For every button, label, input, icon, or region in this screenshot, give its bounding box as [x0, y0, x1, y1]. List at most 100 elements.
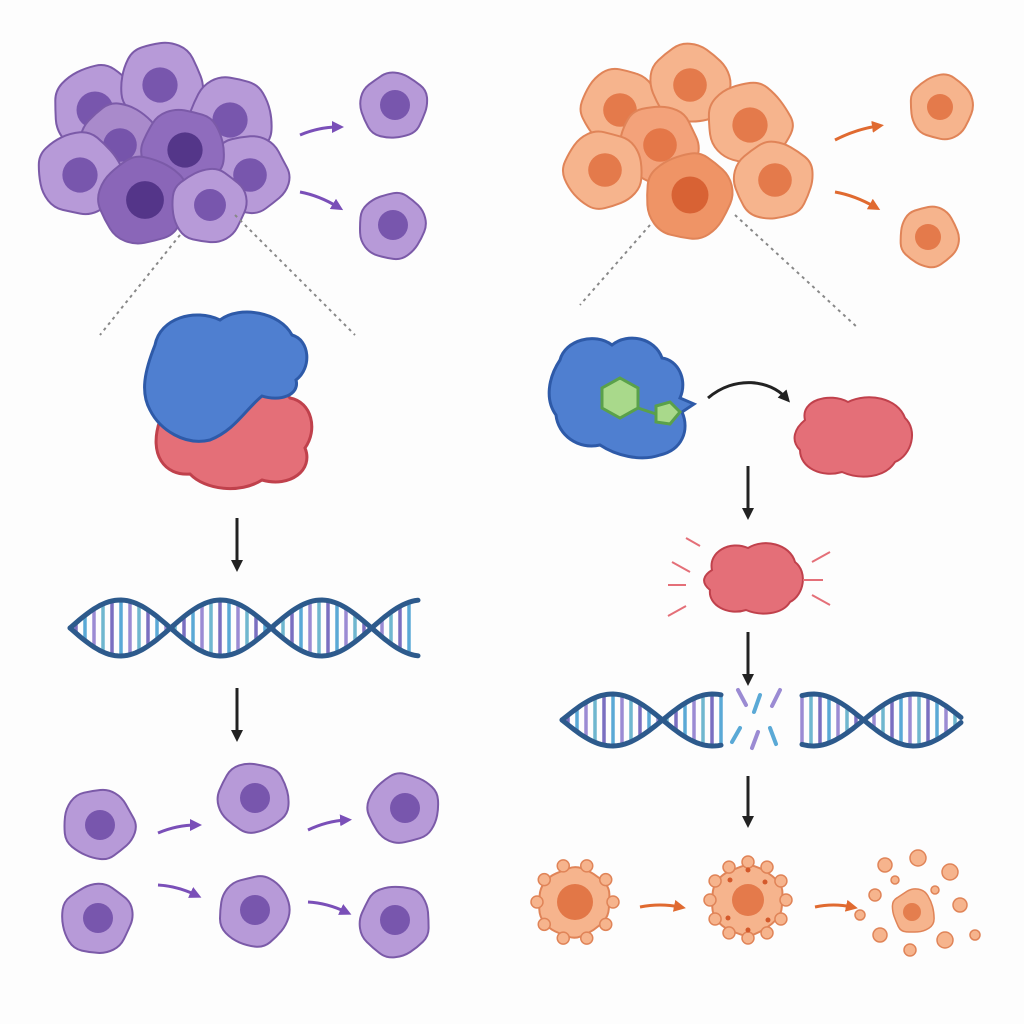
apoptotic-body [969, 929, 981, 941]
left-protein-complex [143, 310, 314, 491]
membrane-bleb [598, 872, 613, 887]
tumor-cell [97, 155, 188, 245]
daughter-cell [63, 788, 137, 861]
inhibitor-ring [600, 376, 640, 420]
apoptotic-body [909, 849, 927, 867]
cell-nucleus [378, 210, 408, 240]
death-arrow [639, 899, 686, 912]
apoptotic-body [872, 927, 888, 943]
dna-fragment [736, 688, 748, 707]
apoptotic-body [936, 931, 954, 949]
granule [725, 915, 731, 921]
apoptotic-cell [703, 855, 793, 945]
membrane-bleb [774, 874, 788, 888]
escaping-cell [909, 73, 974, 141]
cell-nucleus [142, 67, 178, 103]
cell-nucleus [732, 107, 768, 143]
activation-ray [811, 594, 831, 606]
membrane-bleb [760, 926, 774, 940]
cell-nucleus [671, 176, 709, 214]
granule [727, 877, 733, 883]
tumor-cell [561, 130, 643, 210]
dna-strand-b [559, 691, 964, 749]
granule [745, 927, 751, 933]
daughter-cell [61, 882, 134, 954]
condensed-nucleus [732, 884, 764, 916]
membrane-bleb [556, 859, 571, 873]
cell-nucleus [915, 224, 941, 250]
apoptotic-body [890, 875, 900, 885]
escape-arrow [834, 190, 881, 210]
cell-nucleus [194, 189, 226, 221]
dna-fragment [770, 688, 782, 708]
activation-ray [811, 551, 831, 563]
tumor-cell [171, 167, 248, 244]
escape-arrow [299, 190, 344, 211]
cell-nucleus [380, 905, 410, 935]
escape-arrow [834, 120, 884, 142]
cell-nucleus [240, 895, 270, 925]
membrane-bleb [708, 912, 722, 926]
cell-nucleus [643, 128, 677, 162]
activation-rays [667, 537, 831, 617]
membrane-bleb [598, 917, 613, 932]
left-zoom-line-2 [234, 214, 356, 336]
daughter-cell [218, 875, 291, 948]
released-red-protein [793, 396, 914, 478]
dna-fragment [752, 693, 762, 714]
activated-red-protein [667, 537, 831, 617]
apoptotic-body [952, 897, 968, 913]
dna-strand-b [67, 597, 421, 659]
escape-arrow [299, 121, 344, 137]
right-tumor-cluster [561, 42, 814, 240]
cell-nucleus [233, 158, 267, 192]
right-dna-broken [559, 688, 964, 750]
cell-nucleus [927, 94, 953, 120]
nuclear-fragment [903, 903, 921, 921]
cell-nucleus [212, 102, 248, 138]
proliferation-arrow [307, 900, 352, 915]
left-zoom-line-1 [99, 234, 181, 336]
membrane-bleb [722, 860, 736, 874]
activation-ray [671, 561, 691, 573]
cell-nucleus [83, 903, 113, 933]
membrane-bleb [530, 895, 544, 909]
membrane-bleb [537, 917, 552, 932]
apoptotic-body [941, 863, 959, 881]
right-pathway [530, 42, 981, 957]
membrane-bleb [760, 860, 774, 874]
membrane-bleb [579, 859, 594, 873]
apoptotic-body [930, 885, 940, 895]
cell-nucleus [380, 90, 410, 120]
dna-strand-a [559, 691, 964, 749]
membrane-bleb [779, 893, 793, 907]
escaping-cell [359, 71, 429, 139]
tumor-cell [649, 42, 732, 123]
membrane-bleb [708, 874, 722, 888]
daughter-cell [358, 885, 430, 959]
inhibitor-tail [654, 400, 683, 426]
membrane-bleb [579, 931, 594, 945]
daughter-cell [366, 772, 440, 844]
cell-nucleus [557, 884, 593, 920]
dna-fragment [750, 730, 760, 750]
granule [762, 879, 768, 885]
activation-ray [667, 605, 687, 617]
cell-nucleus [390, 793, 420, 823]
membrane-bleb [606, 895, 620, 909]
daughter-cell [216, 762, 290, 834]
cell-nucleus [62, 157, 98, 193]
escaping-cell [899, 205, 960, 269]
membrane-bleb [741, 931, 755, 945]
apoptotic-body [854, 909, 866, 921]
right-blue-protein-with-inhibitor [547, 336, 698, 460]
membrane-bleb [741, 855, 755, 869]
granule [765, 917, 771, 923]
apoptotic-body [868, 888, 882, 902]
apoptotic-body [877, 857, 893, 873]
left-tumor-cluster [37, 41, 291, 245]
death-arrow [814, 899, 858, 912]
right-zoom-line-2 [734, 214, 859, 329]
left-dna-intact [67, 597, 421, 659]
cell-nucleus [126, 181, 164, 219]
